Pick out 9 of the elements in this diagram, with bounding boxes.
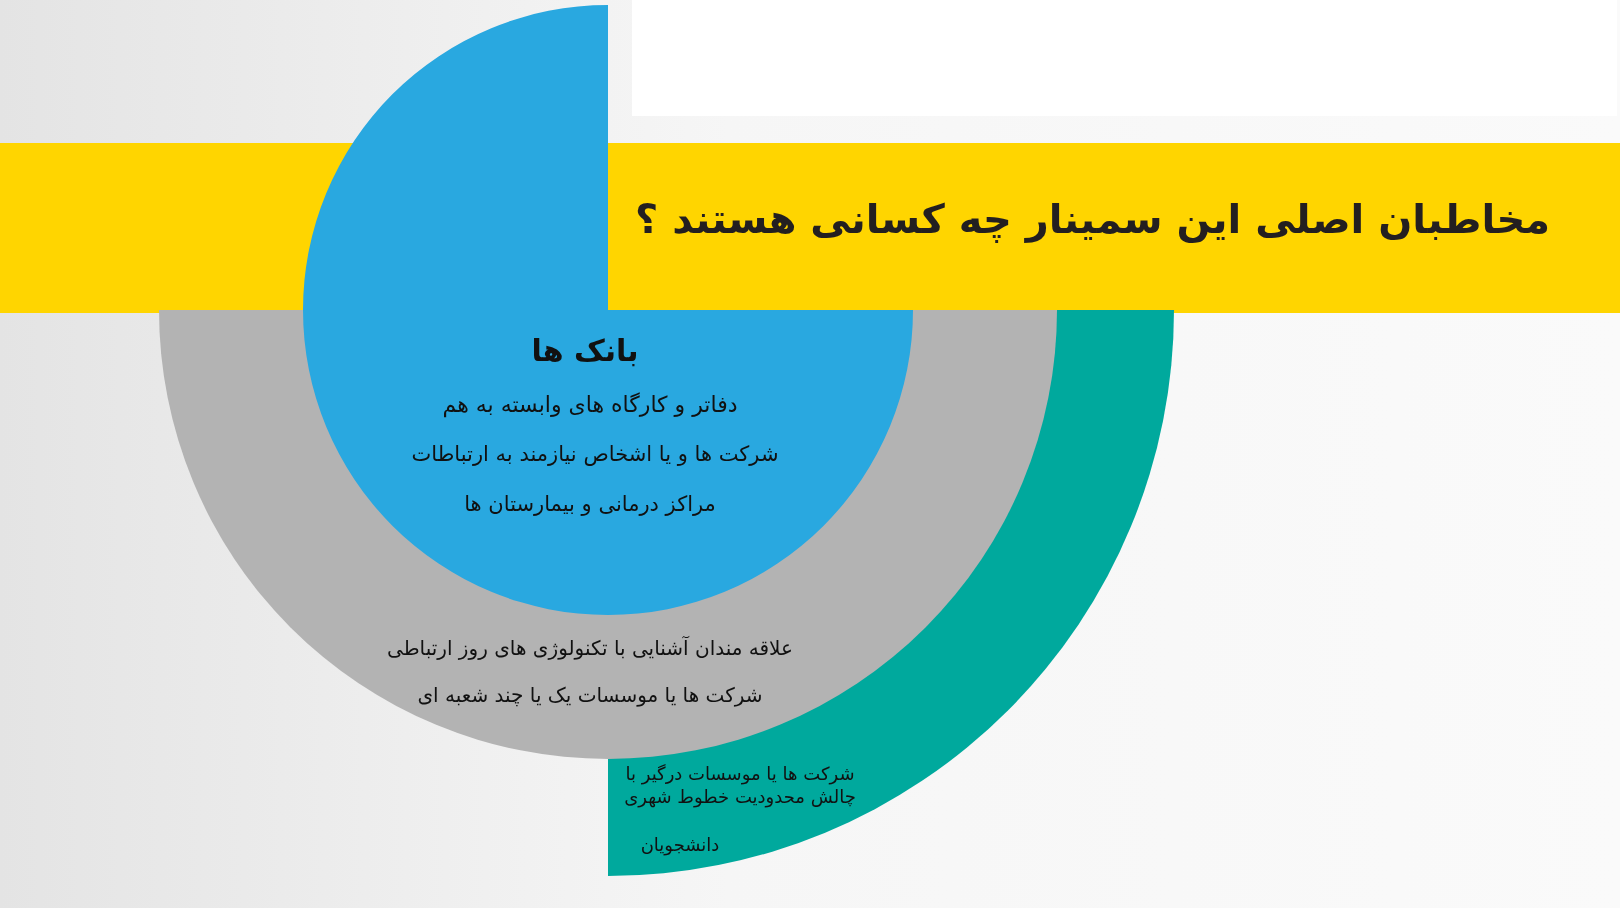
audience-label: شرکت ها یا موسسات یک یا چند شعبه ای [417,682,763,708]
audience-label: علاقه مندان آشنایی با تکنولوژی های روز ارتباطی [387,635,793,661]
audience-label: دفاتر و کارگاه های وابسته به هم [442,390,738,420]
audience-label: شرکت ها و یا اشخاص نیازمند به ارتباطات [411,441,779,469]
audience-label: دانشجویان [640,833,720,857]
audience-label: بانک ها [531,331,639,370]
audience-label: شرکت ها یا موسسات درگیر با چالش محدودیت خطوط شهری [623,761,857,809]
title: مخاطبان اصلی این سمینار چه کسانی هستند ؟ [635,196,1550,242]
audience-label: مراکز درمانی و بیمارستان ها [464,491,716,519]
